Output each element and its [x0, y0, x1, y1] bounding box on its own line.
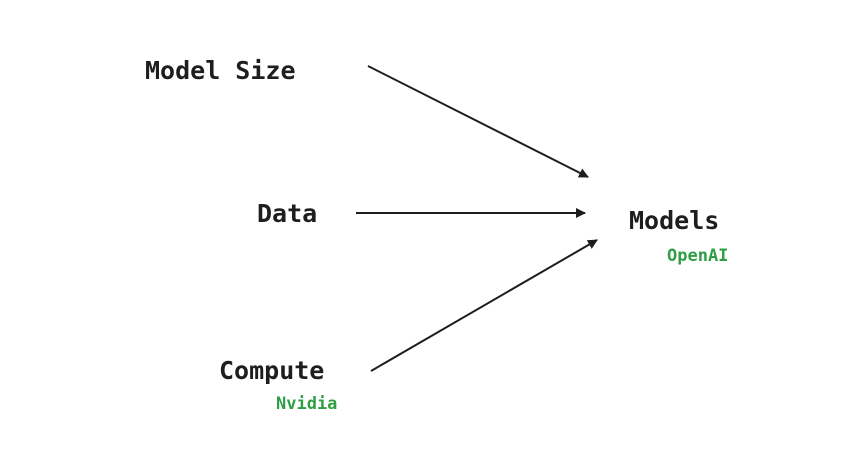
arrow-model-size-to-models	[367, 65, 589, 178]
arrow-compute-to-models	[370, 239, 598, 372]
node-compute: Compute	[219, 356, 325, 385]
node-model-size: Model Size	[145, 56, 296, 85]
annotation-openai: OpenAI	[667, 246, 729, 266]
node-models: Models	[629, 206, 720, 235]
annotation-nvidia: Nvidia	[276, 394, 338, 414]
node-data: Data	[257, 199, 318, 228]
